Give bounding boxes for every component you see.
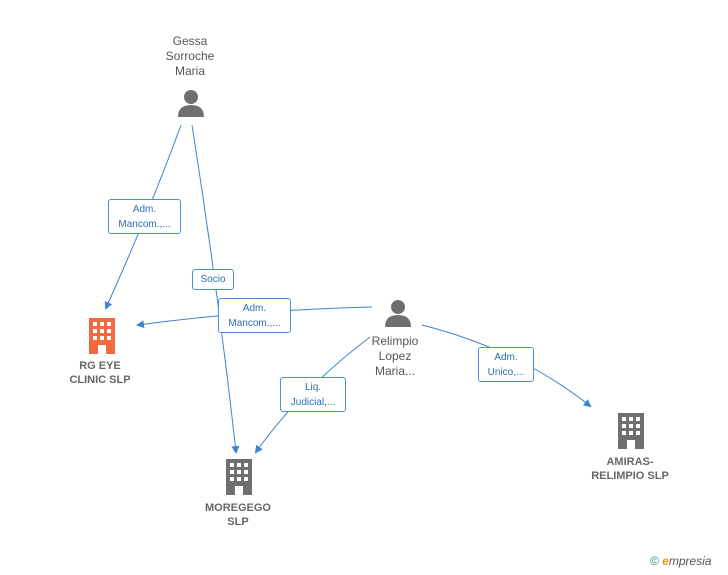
company-name-line: SLP [227, 516, 249, 528]
edge-label-line: Adm. [242, 303, 267, 314]
company-name-line: RG EYE [79, 360, 121, 372]
brand-name: mpresia [668, 554, 712, 568]
footer-brand: © empresia [650, 554, 712, 568]
building-icon[interactable] [223, 459, 255, 495]
edge-label-line: Unico,... [487, 367, 525, 378]
edge-label-relimpio-amiras[interactable]: Adm. Unico,... [478, 347, 534, 382]
person-name-line: Lopez [378, 349, 412, 363]
copyright-icon: © [650, 554, 659, 568]
company-name-line: RELIMPIO SLP [591, 470, 669, 482]
person-name-line: Maria... [374, 364, 415, 378]
person-icon[interactable] [383, 298, 413, 328]
company-name-line: AMIRAS- [606, 456, 654, 468]
edge-label-line: Adm. [132, 204, 157, 215]
building-icon[interactable] [615, 413, 647, 449]
edge-label-gessa-rg[interactable]: Adm. Mancom.,... [108, 199, 181, 234]
brand-logo-mark: e [662, 554, 669, 568]
person-name-line: Relimpio [371, 334, 419, 348]
edge-label-relimpio-moregego[interactable]: Liq. Judicial,... [280, 377, 346, 412]
edge-label-gessa-moregego[interactable]: Socio [192, 269, 234, 290]
company-label-amiras[interactable]: AMIRAS- RELIMPIO SLP [578, 455, 682, 483]
person-name-line: Gessa [172, 34, 208, 48]
edge-label-line: Adm. [494, 352, 518, 363]
company-name-line: MOREGEGO [204, 502, 271, 514]
company-name-line: CLINIC SLP [69, 374, 131, 386]
person-name-line: Maria [174, 64, 205, 78]
person-label-relimpio[interactable]: Relimpio Lopez Maria... [355, 334, 435, 379]
edge-label-line: Judicial,... [290, 397, 336, 408]
edge-label-relimpio-rg[interactable]: Adm. Mancom.,... [218, 298, 291, 333]
company-label-rg[interactable]: RG EYE CLINIC SLP [50, 359, 150, 387]
edge-label-line: Socio [200, 274, 226, 285]
building-icon[interactable] [86, 318, 118, 354]
edge-label-line: Liq. [304, 382, 322, 393]
person-label-gessa[interactable]: Gessa Sorroche Maria [150, 34, 230, 79]
person-name-line: Sorroche [165, 49, 215, 63]
person-icon[interactable] [176, 88, 206, 118]
edge-label-line: Mancom.,... [228, 318, 281, 329]
edge-label-line: Mancom.,... [118, 219, 171, 230]
company-label-moregego[interactable]: MOREGEGO SLP [188, 501, 288, 529]
